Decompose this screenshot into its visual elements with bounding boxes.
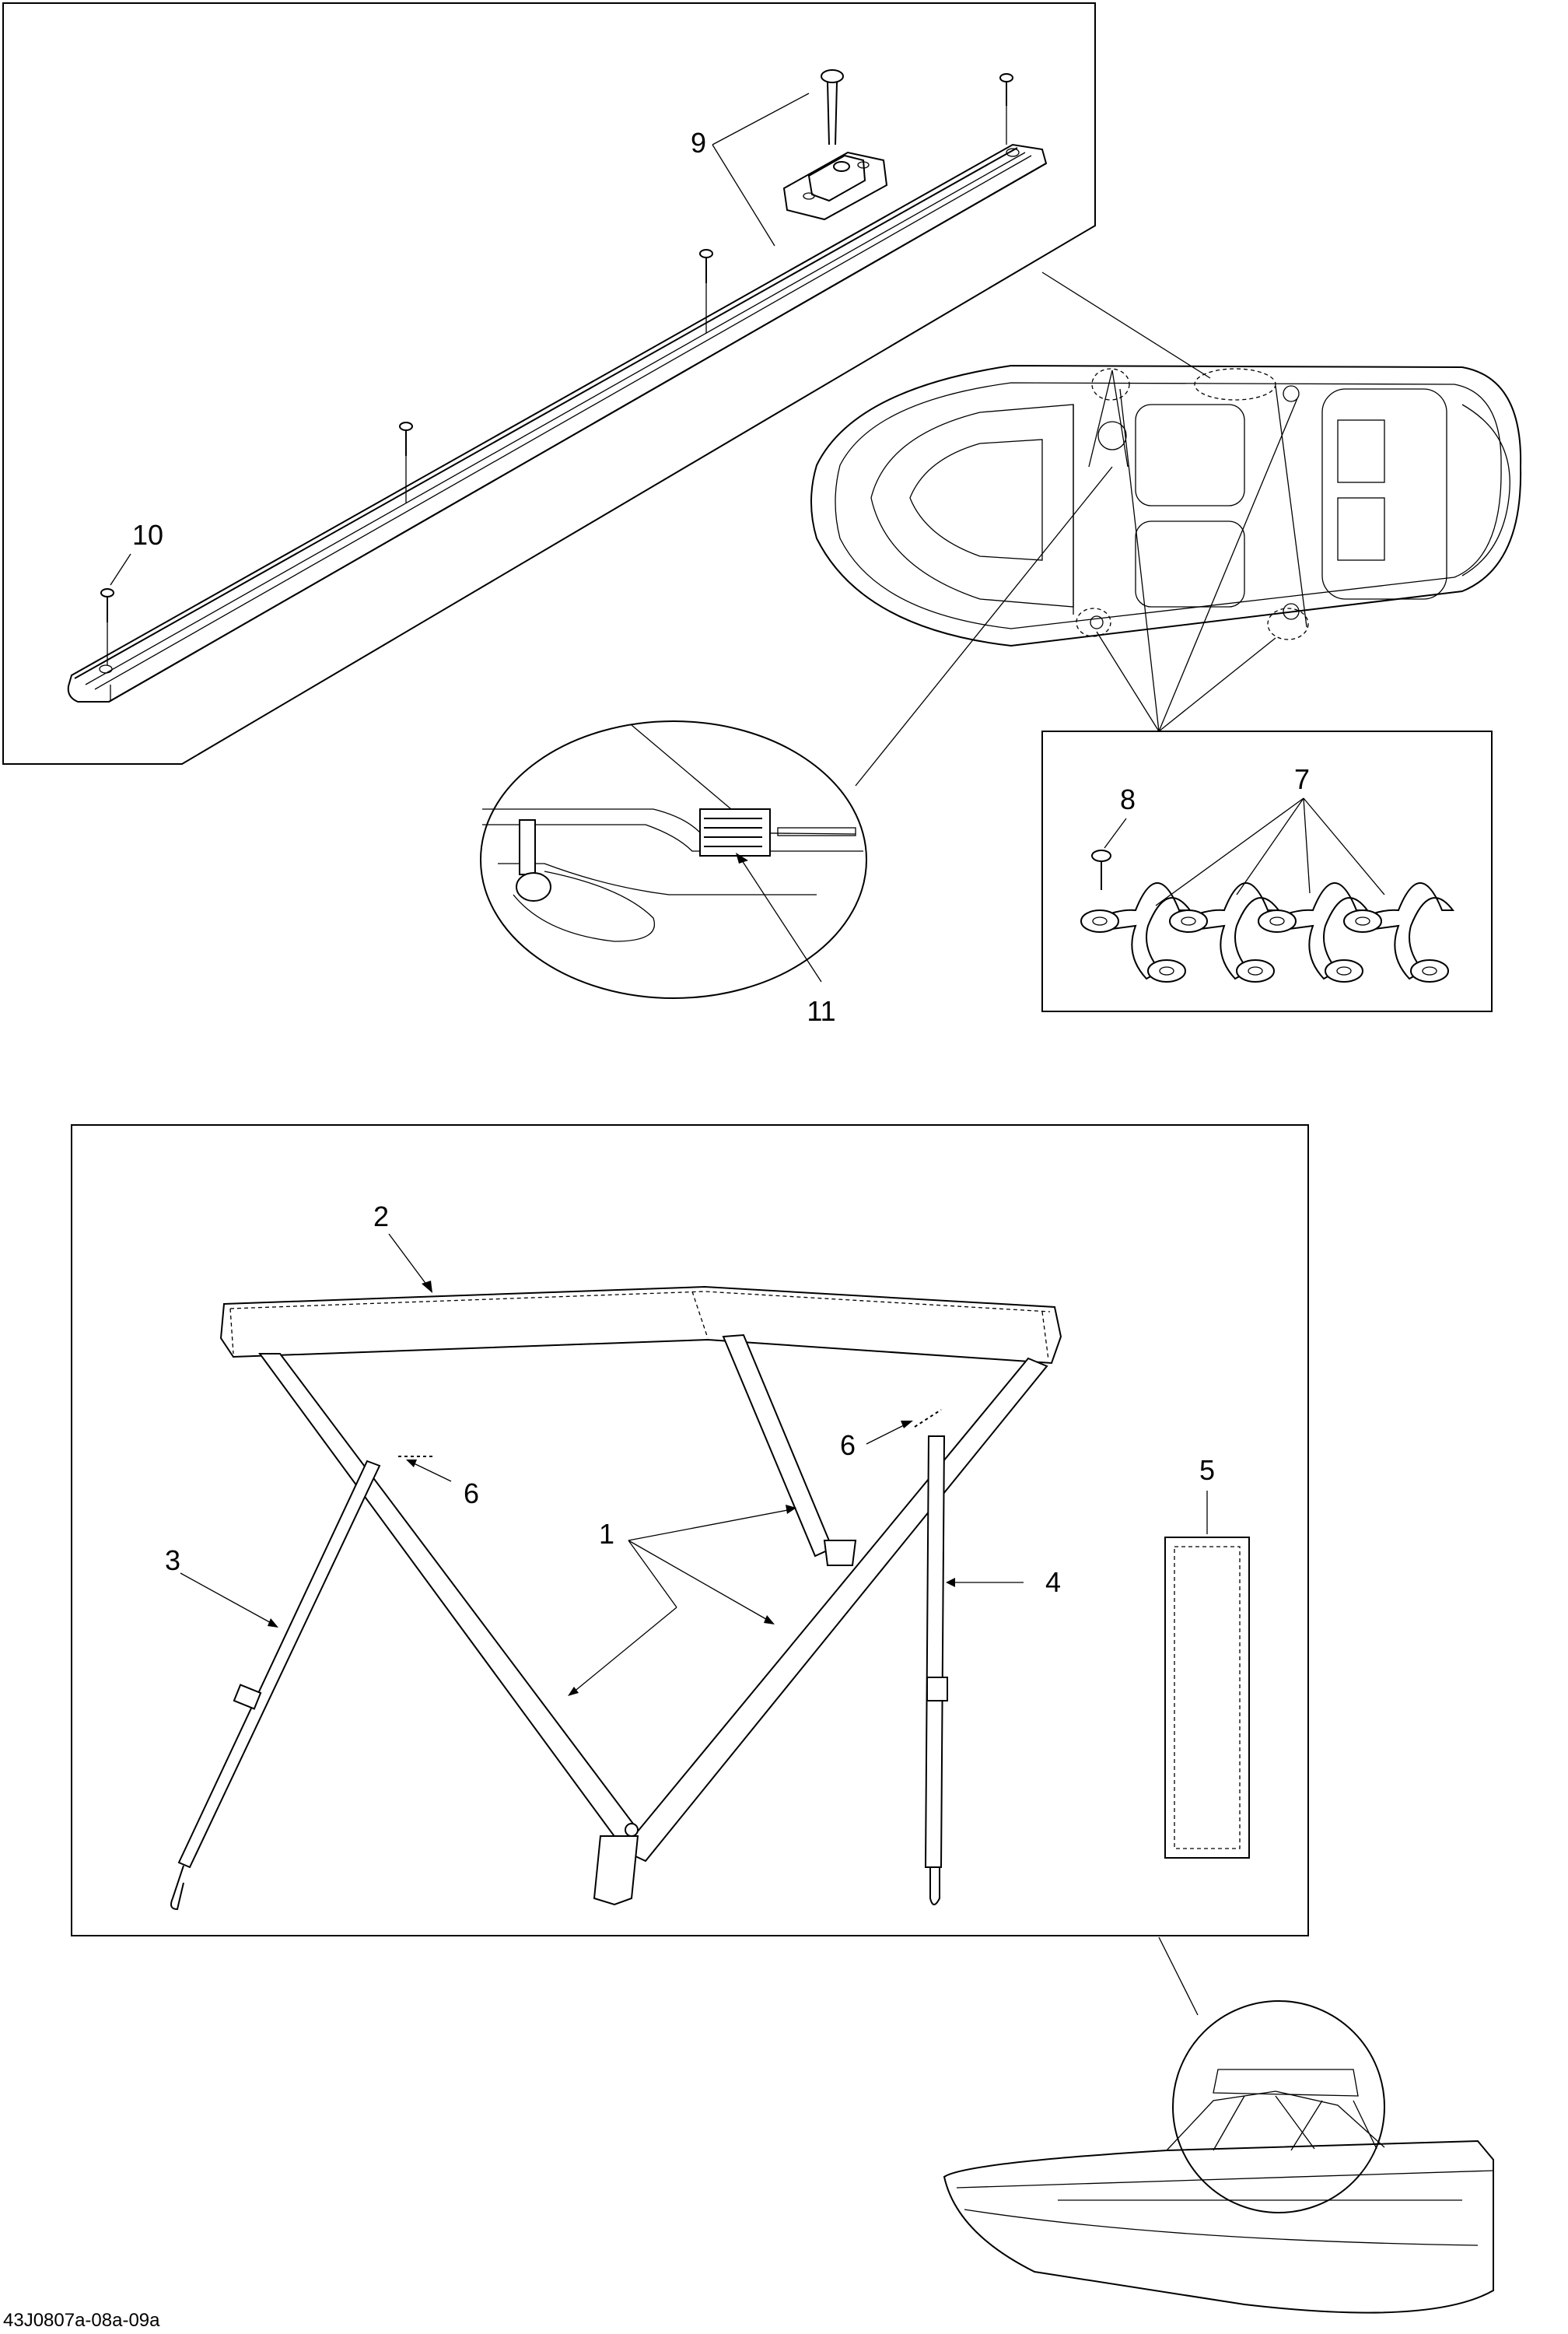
tie-down-clip [1258, 882, 1370, 983]
connector-lines [855, 272, 1298, 787]
bimini-strap [170, 1456, 432, 1911]
rail-screw [399, 422, 413, 503]
callout-7: 7 [1294, 763, 1310, 795]
callout-6-left: 6 [464, 1477, 479, 1509]
tie-down-clip [1080, 882, 1192, 983]
callout-9: 9 [691, 127, 706, 159]
rail-screw [999, 73, 1013, 145]
callout-2: 2 [373, 1200, 389, 1232]
callout-1: 1 [599, 1518, 614, 1550]
rail-screw [699, 249, 713, 333]
rail-screw [100, 588, 114, 665]
bimini-canopy [219, 1285, 1062, 1365]
callout-8: 8 [1120, 783, 1136, 815]
storage-boot [1164, 1537, 1250, 1859]
callout-11: 11 [807, 995, 835, 1027]
latch-detail-oval [480, 720, 867, 999]
tie-down-clip [1169, 882, 1281, 983]
callout-leaders [110, 93, 1385, 1696]
callout-6-right: 6 [840, 1429, 856, 1461]
figure-code: 43J0807a-08a-09a [3, 2310, 160, 2331]
callout-4: 4 [1045, 1566, 1061, 1598]
boat-top-view [810, 364, 1522, 647]
slide-fitting [782, 69, 888, 221]
clip-detail-panel [1041, 731, 1493, 1012]
bimini-strap [914, 1409, 948, 1905]
track-rail [67, 143, 1048, 703]
callout-10: 10 [132, 519, 163, 551]
rail-detail-panel [2, 2, 1096, 765]
bimini-detail-panel [71, 1124, 1309, 1936]
boat-side-view [943, 1936, 1494, 2314]
tie-down-clip [1343, 882, 1455, 983]
callout-5: 5 [1199, 1454, 1215, 1486]
callout-3: 3 [165, 1544, 180, 1576]
clip-screw [1091, 850, 1111, 890]
